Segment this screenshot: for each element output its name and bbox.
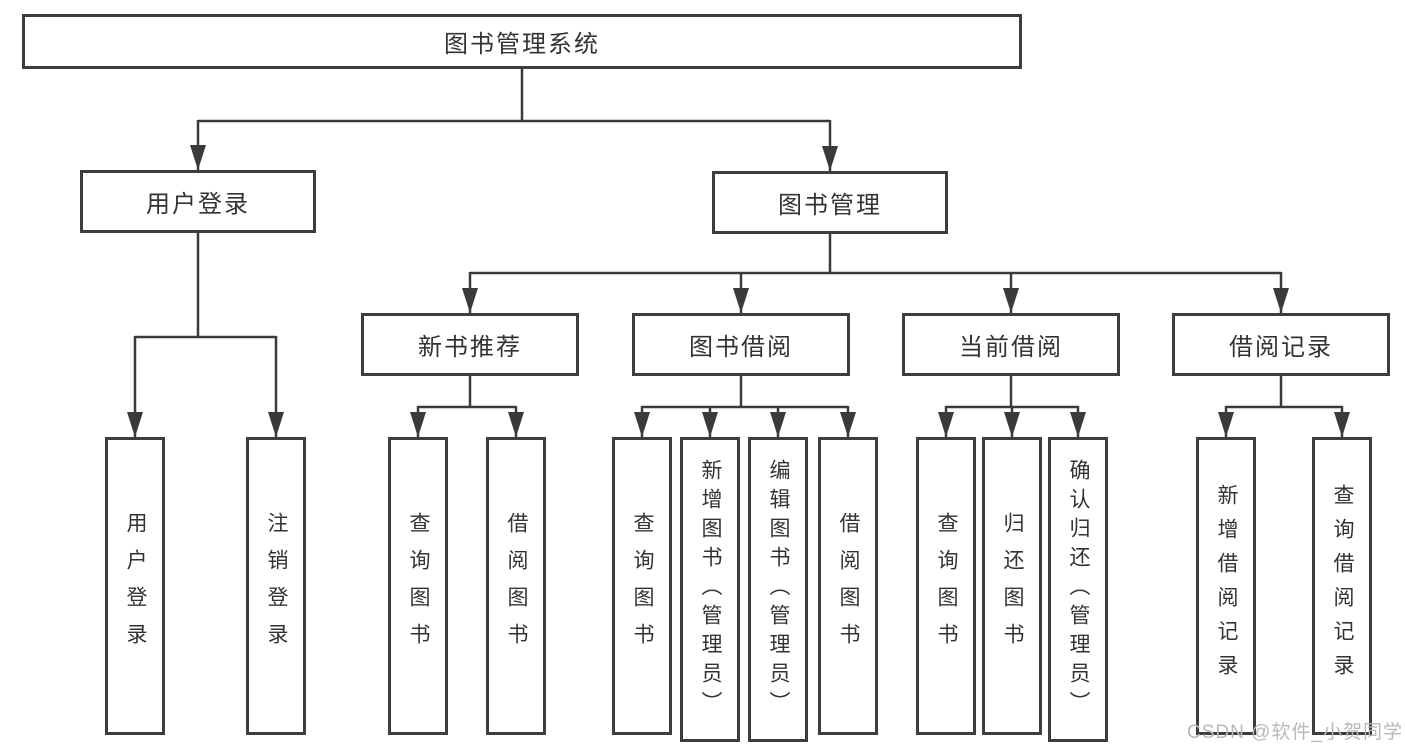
node-label: 新增借阅记录 <box>1215 484 1238 688</box>
leaf-query-borrow-record: 查询借阅记录 <box>1312 437 1372 735</box>
leaf-add-books-admin: 新增图书（管理员） <box>680 437 740 742</box>
node-label: 图书借阅 <box>689 334 793 361</box>
node-label: 注销登录 <box>265 512 288 660</box>
leaf-query-books-current: 查询图书 <box>916 437 976 735</box>
node-label: 查询借阅记录 <box>1331 484 1354 688</box>
node-label: 查询图书 <box>935 512 958 660</box>
node-label: 图书管理 <box>778 192 882 219</box>
leaf-edit-books-admin: 编辑图书（管理员） <box>748 437 808 742</box>
node-label: 编辑图书（管理员） <box>767 459 790 720</box>
node-user-login: 用户登录 <box>80 170 316 233</box>
leaf-user-login: 用户登录 <box>105 437 165 735</box>
node-label: 查询图书 <box>407 512 430 660</box>
node-label: 借阅图书 <box>505 512 528 660</box>
node-label: 新增图书（管理员） <box>699 459 722 720</box>
node-label: 新书推荐 <box>418 334 522 361</box>
node-label: 用户登录 <box>146 191 250 218</box>
node-label: 查询图书 <box>631 512 654 660</box>
leaf-add-borrow-record: 新增借阅记录 <box>1196 437 1256 735</box>
node-label: 确认归还（管理员） <box>1067 459 1090 720</box>
node-label: 借阅记录 <box>1229 334 1333 361</box>
leaf-return-books: 归还图书 <box>982 437 1042 735</box>
node-label: 借阅图书 <box>837 512 860 660</box>
node-current-borrowing: 当前借阅 <box>902 313 1120 376</box>
leaf-query-books-borrow: 查询图书 <box>612 437 672 735</box>
leaf-borrow-books-recommend: 借阅图书 <box>486 437 546 735</box>
node-borrowing-records: 借阅记录 <box>1172 313 1390 376</box>
node-label: 归还图书 <box>1001 512 1024 660</box>
node-book-borrowing: 图书借阅 <box>632 313 850 376</box>
node-label: 图书管理系统 <box>444 31 600 58</box>
node-book-management: 图书管理 <box>712 171 948 234</box>
node-label: 当前借阅 <box>959 334 1063 361</box>
leaf-query-books-recommend: 查询图书 <box>388 437 448 735</box>
node-label: 用户登录 <box>124 512 147 660</box>
node-new-book-recommend: 新书推荐 <box>361 313 579 376</box>
node-root-system: 图书管理系统 <box>22 14 1022 69</box>
csdn-watermark: CSDN @软件_小贺同学 <box>1187 722 1403 743</box>
leaf-confirm-return-admin: 确认归还（管理员） <box>1048 437 1108 742</box>
leaf-logout: 注销登录 <box>246 437 306 735</box>
leaf-borrow-books: 借阅图书 <box>818 437 878 735</box>
